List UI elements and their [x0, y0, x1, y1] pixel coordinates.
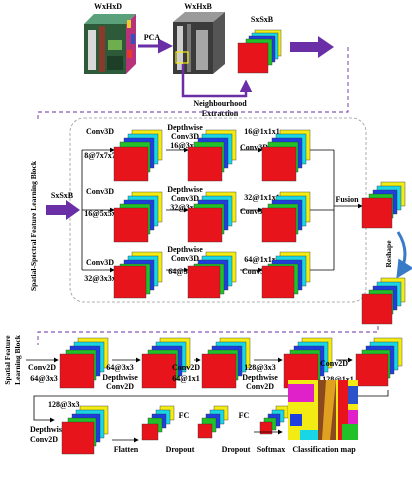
row2-dw-filters: 32@3x3x3 — [170, 203, 205, 212]
sb-layer3-line1: Conv2D — [172, 363, 200, 372]
neighbourhood-arrow — [181, 64, 253, 98]
row3-dw-label2: Conv3D — [171, 254, 199, 263]
row1-pw-label: Conv3D — [240, 143, 268, 152]
spatial-block-title-line1: Spatial Feature — [3, 335, 12, 385]
row1-conv3d-filters: 8@7x7x7 — [84, 151, 115, 160]
row3-pw-label: Conv3D — [242, 267, 270, 276]
reshape-arrow — [396, 231, 412, 279]
sb-layer4-stack — [283, 337, 333, 389]
row2-pw-filters: 32@1x1x1 — [244, 193, 279, 202]
fused-feature-stack — [361, 181, 406, 229]
sb-layer5-line1: Conv2D — [320, 359, 348, 368]
fc2-label: FC — [239, 411, 250, 420]
sb-layer1-stack — [59, 337, 109, 389]
ss-row-1: Conv3D 8@7x7x7 Depthwise Conv3D 16@3x3x3 — [82, 123, 334, 182]
row3-conv3d-stack — [113, 251, 163, 299]
spatial-block-title-line2: Learning Block — [13, 334, 22, 385]
row1-pw-filters: 16@1x1x1 — [244, 127, 279, 136]
fc1-stack — [197, 405, 229, 439]
reshaped-feature-stack — [361, 277, 406, 325]
row3-dw-label1: Depthwise — [167, 245, 203, 254]
clf-dw-label1: Depthwise — [30, 425, 66, 434]
sb-layer5-stack — [355, 337, 403, 387]
row1-conv3d-stack — [113, 129, 163, 182]
dropout1-label: Dropout — [166, 445, 195, 454]
ss-row-2: Conv3D 16@5x5x5 Depthwise Conv3D 32@3x3x… — [82, 185, 334, 243]
softmax-label: Softmax — [257, 445, 285, 454]
sb-layer4-line3: Conv2D — [246, 382, 274, 391]
clf-dw-filters: 128@3x3 — [48, 400, 79, 409]
classifier-section: 128@3x3 Depthwise Conv2D Flatten FC Drop… — [30, 380, 358, 455]
row2-dw-label1: Depthwise — [167, 185, 203, 194]
dashed-connector-top — [37, 47, 349, 120]
ss-row-3: Conv3D 32@3x3x3 Depthwise Conv3D 64@3x3x… — [82, 245, 334, 299]
sb-layer1-line2: 64@3x3 — [30, 374, 57, 383]
ss-input-label: SxSxB — [51, 191, 74, 200]
row2-pointwise-stack — [261, 191, 311, 243]
row2-conv3d-label: Conv3D — [86, 187, 114, 196]
cube3-dim-label: SxSxB — [251, 15, 274, 24]
flatten-stack — [141, 405, 175, 441]
row1-dw-label1: Depthwise — [167, 123, 203, 132]
row1-dw-filters: 16@3x3x3 — [170, 141, 205, 150]
reshape-label: Reshape — [384, 240, 393, 268]
spatial-feature-block: Spatial Feature Learning Block Conv2D 64… — [3, 334, 403, 423]
sb-layer2-stack — [141, 337, 191, 389]
classification-map — [288, 380, 358, 440]
row2-dw-label2: Conv3D — [171, 194, 199, 203]
pca-reduced-cube — [173, 12, 225, 74]
pca-label: PCA — [144, 33, 161, 42]
patch-stack — [237, 29, 282, 74]
clf-depthwise-stack — [61, 405, 109, 455]
row3-conv3d-label: Conv3D — [86, 258, 114, 267]
ss-input-arrow — [46, 200, 80, 220]
sb-layer2-line1: 64@3x3 — [106, 363, 133, 372]
cube2-dim-label: WxHxB — [184, 2, 212, 11]
flatten-label: Flatten — [114, 445, 139, 454]
sb-layer3-line2: 64@1x1 — [172, 374, 199, 383]
clf-dw-label2: Conv2D — [30, 435, 58, 444]
row3-dw-filters: 64@3x3x3 — [168, 267, 203, 276]
row3-pw-filters: 64@1x1x1 — [244, 255, 279, 264]
neighbourhood-label-line2: Extraction — [202, 109, 239, 118]
row2-conv3d-filters: 16@5x5x5 — [84, 209, 119, 218]
row1-pointwise-stack — [261, 129, 311, 182]
hyperspectral-cube — [84, 14, 136, 74]
fc2-stack — [259, 405, 289, 435]
spatial-spectral-block-title: Spatial-Spectral Feature Learning Block — [29, 160, 38, 291]
row3-conv3d-filters: 32@3x3x3 — [84, 274, 119, 283]
sb-layer1-line1: Conv2D — [28, 363, 56, 372]
dropout2-label: Dropout — [222, 445, 251, 454]
sb-layer4-line1: 128@3x3 — [244, 363, 275, 372]
row3-depthwise-stack — [187, 251, 237, 299]
row2-conv3d-stack — [113, 191, 163, 243]
row1-depthwise-stack — [187, 129, 237, 182]
classification-map-label: Classification map — [292, 445, 356, 454]
sb-layer4-line2: Depthwise — [242, 373, 278, 382]
row3-pointwise-stack — [261, 251, 311, 299]
row2-depthwise-stack — [187, 191, 237, 243]
header-section: WxHxD PCA WxHxB Neighbourhood Extraction… — [37, 2, 349, 120]
row1-conv3d-label: Conv3D — [86, 127, 114, 136]
sb-layer5-line2: 128@1x1 — [322, 375, 353, 384]
cube1-dim-label: WxHxD — [94, 2, 122, 11]
row2-pw-label: Conv3D — [240, 207, 268, 216]
spatial-spectral-block: Spatial-Spectral Feature Learning Block … — [29, 117, 412, 345]
row1-dw-label2: Conv3D — [171, 132, 199, 141]
neighbourhood-label-line1: Neighbourhood — [193, 99, 247, 108]
sb-layer2-line3: Conv2D — [106, 382, 134, 391]
flow-arrow-right — [290, 36, 334, 58]
sb-layer2-line2: Depthwise — [102, 373, 138, 382]
fusion-label: Fusion — [335, 195, 359, 204]
wrap-connector — [33, 390, 389, 423]
fc1-label: FC — [179, 411, 190, 420]
dashed-connector-middle — [37, 326, 379, 345]
patch-selection-box — [175, 51, 189, 64]
sb-layer3-stack — [201, 337, 251, 389]
